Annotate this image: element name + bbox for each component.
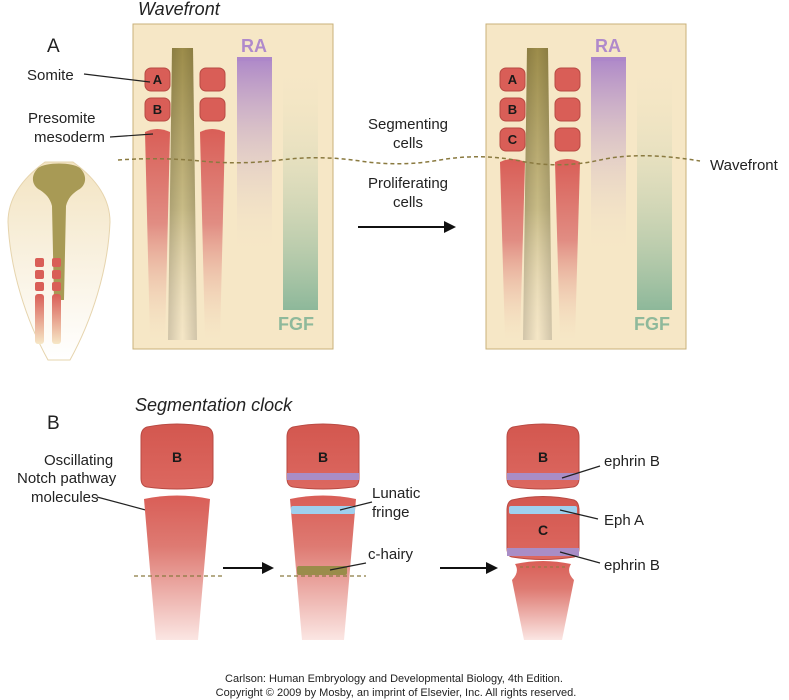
wavefront-box-right: A B C RA FGF: [485, 23, 687, 350]
somite-block-b-right: B: [508, 102, 517, 117]
eph-a-label: Eph A: [604, 512, 644, 529]
proliferating-label: Proliferating: [368, 175, 448, 192]
ra-label-left: RA: [241, 36, 267, 56]
ephrin-b-bottom-label: ephrin B: [604, 557, 660, 574]
embryo-somites: [35, 258, 61, 344]
lunatic-label-1: Lunatic: [372, 485, 421, 502]
presomite-label: Presomite: [28, 110, 96, 127]
panel-a-title: Wavefront: [138, 0, 221, 19]
stage3-ephrin-stripe-bottom: [507, 548, 579, 556]
stage1-somite-b: B: [172, 449, 182, 465]
segmenting-label: Segmenting: [368, 116, 448, 133]
clock-stage-1: B: [134, 423, 222, 640]
somite-block-a: [144, 67, 171, 92]
eph-a-stripe: [509, 506, 577, 514]
oscillating-label-3: molecules: [31, 489, 99, 506]
panel-b: B Segmentation clock Oscillating Notch p…: [17, 395, 660, 640]
proliferating-cells-label: cells: [393, 194, 423, 211]
ra-label-right: RA: [595, 36, 621, 56]
clock-stage-3: B C: [506, 423, 601, 640]
ra-gradient: [237, 57, 272, 257]
stage3-somite-b: B: [538, 449, 548, 465]
mesoderm-label: mesoderm: [34, 129, 105, 146]
somite-label: Somite: [27, 67, 74, 84]
panel-b-letter: B: [47, 413, 60, 434]
somite-block-a-label: A: [153, 72, 163, 87]
c-hairy-label: c-hairy: [368, 546, 414, 563]
lunatic-label-2: fringe: [372, 504, 410, 521]
arrow-b2: [440, 562, 498, 574]
panel-a-letter: A: [47, 36, 60, 57]
arrow-b1: [223, 562, 274, 574]
arrow-a: [358, 221, 456, 233]
embryo-sketch: [7, 161, 111, 361]
oscillating-label-2: Notch pathway: [17, 470, 117, 487]
presomite-mesoderm-left: [145, 129, 170, 340]
stage3-somite-c: C: [538, 522, 548, 538]
panel-b-title: Segmentation clock: [135, 395, 293, 415]
ephrin-b-top-label: ephrin B: [604, 453, 660, 470]
oscillating-label-1: Oscillating: [44, 452, 113, 469]
fgf-gradient: [283, 60, 318, 310]
panel-a: A Wavefront A B: [7, 0, 779, 361]
credit-line-1: Carlson: Human Embryology and Developmen…: [225, 673, 563, 685]
lunatic-fringe-stripe: [291, 506, 355, 514]
somite-block-c-right: C: [508, 132, 518, 147]
clock-stage-2: B: [280, 423, 373, 640]
wavefront-label: Wavefront: [710, 157, 779, 174]
somite-block-b: [144, 97, 171, 122]
stage3-ephrin-stripe-top: [507, 473, 579, 480]
fgf-label-right: FGF: [634, 314, 670, 334]
stage2-ephrin-stripe: [287, 473, 359, 480]
wavefront-line: [117, 154, 701, 166]
segmenting-cells-label: cells: [393, 135, 423, 152]
credit-line-2: Copyright © 2009 by Mosby, an imprint of…: [216, 687, 577, 699]
somite-block-a-right: A: [508, 72, 518, 87]
stage2-somite-b: B: [318, 449, 328, 465]
c-hairy-stripe: [297, 566, 347, 575]
somite-block-b-label: B: [153, 102, 162, 117]
wavefront-box-left: A B RA FGF: [132, 23, 334, 350]
fgf-label-left: FGF: [278, 314, 314, 334]
